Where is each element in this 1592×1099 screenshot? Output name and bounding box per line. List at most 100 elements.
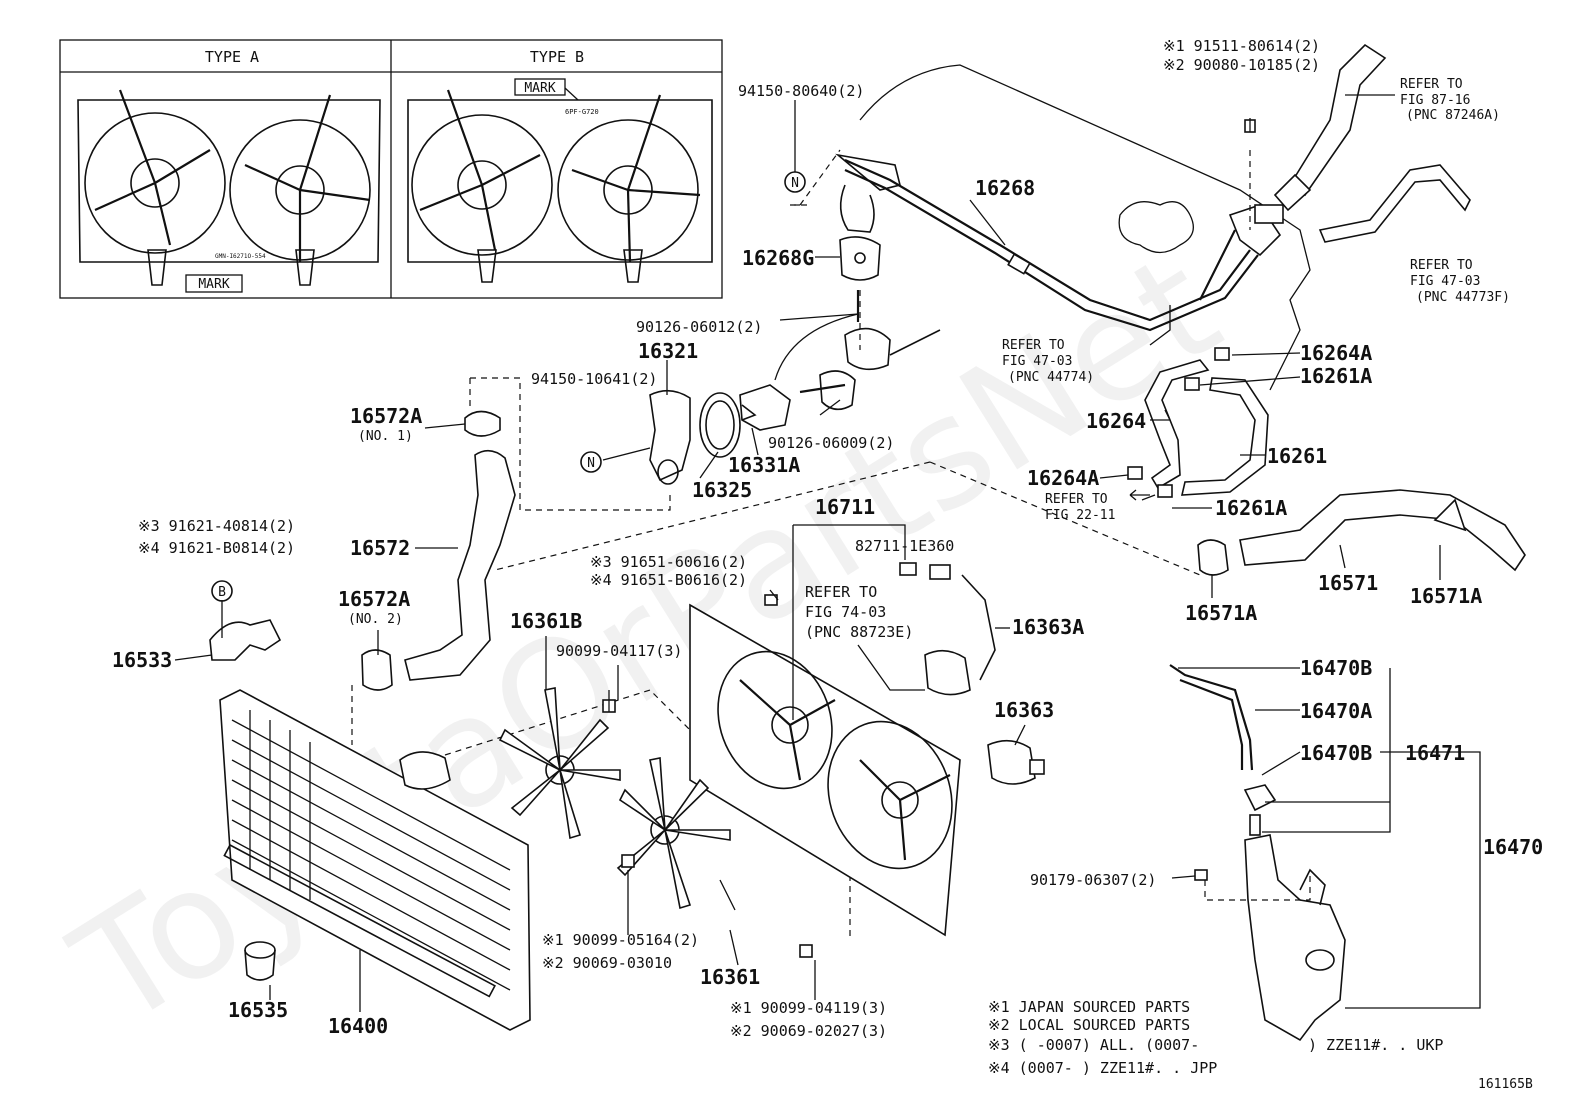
clamps-16264a-16261a [1127,347,1230,498]
type-b-mark-label: MARK [524,81,555,96]
radiator-hose-16572 [404,449,516,681]
label-91511-line2: ※2 90080-10185(2) [1163,56,1320,74]
gasket-16268g [839,236,881,281]
label-91651-line1: ※3 91651-60616(2) [590,553,747,571]
label-16533: 16533 [112,648,172,672]
label-82711-1e360: 82711-1E360 [855,537,954,555]
label-90126-06009: 90126-06009(2) [768,434,894,452]
fan-motor-16363a [899,562,996,696]
fan-shroud-16711 [689,603,961,937]
refer-74-03-line2: FIG 74-03 [805,603,886,621]
thermostat-housing-flange [844,327,941,371]
label-16572: 16572 [350,536,410,560]
refer-47-03b-line3: (PNC 44774) [1008,370,1094,385]
label-94150-80640: 94150-80640(2) [738,82,864,100]
refer-22-11-line1: REFER TO [1045,492,1108,507]
type-b-code: 6PF-G720 [565,108,599,116]
clamp-16571a [1197,539,1229,576]
hose-refer-47-03 [1318,164,1471,243]
label-90099-05164-line1: ※1 90099-05164(2) [542,931,699,949]
radiator-16400 [219,689,531,1031]
water-pipe-16268 [835,153,1259,332]
fan-motor-16363 [987,739,1045,785]
label-16471: 16471 [1405,741,1465,765]
refer-87-16-line3: (PNC 87246A) [1406,108,1500,123]
type-a-title: TYPE A [205,48,259,66]
cushion-16535 [244,941,276,981]
refer-87-16-line1: REFER TO [1400,77,1463,92]
refer-22-11-line2: FIG 22-11 [1045,508,1115,523]
label-16470b-top: 16470B [1300,656,1372,680]
label-91651-line2: ※4 91651-B0616(2) [590,571,747,589]
label-16571a-left: 16571A [1185,601,1257,625]
svg-text:N: N [587,456,595,471]
label-90126-06012: 90126-06012(2) [636,318,762,336]
radiator-hose-16571 [1239,489,1526,572]
label-90099-04117: 90099-04117(3) [556,642,682,660]
bolt-90099-04117 [602,690,616,713]
type-a-fan-shroud: MARK GMN-I6271O-554 [77,89,381,293]
clamp-16572a-no1 [464,410,501,437]
label-16571: 16571 [1318,571,1378,595]
engine-outline [790,64,1311,391]
label-16361b: 16361B [510,609,582,633]
label-16264a-bot: 16264A [1027,466,1099,490]
refer-74-03-line3: (PNC 88723E) [805,623,913,641]
label-16321: 16321 [638,339,698,363]
inset-box: TYPE A TYPE B MARK GMN-I6271O-554 [59,39,723,299]
hose-16261 [1180,377,1269,496]
label-16470a: 16470A [1300,699,1372,723]
label-16363a: 16363A [1012,615,1084,639]
bracket-16533 [209,619,282,661]
label-16361: 16361 [700,965,760,989]
label-91511-line1: ※1 91511-80614(2) [1163,37,1320,55]
label-90099-04119-line1: ※1 90099-04119(3) [730,999,887,1017]
label-16535: 16535 [228,998,288,1022]
bolt-90179-06307 [1194,869,1208,881]
label-90179-06307: 90179-06307(2) [1030,871,1156,889]
refer-87-16-line2: FIG 87-16 [1400,93,1470,108]
label-16325: 16325 [692,478,752,502]
label-16711: 16711 [815,495,875,519]
gasket-16325 [699,392,741,458]
label-90099-04119-line2: ※2 90069-02027(3) [730,1022,887,1040]
type-a-mark-label: MARK [198,277,229,292]
label-16572a-no1: 16572A [350,404,422,428]
refer-47-03a-line1: REFER TO [1410,258,1473,273]
label-16572a-no2: 16572A [338,587,410,611]
note-4: ※4 (0007- ) ZZE11#. . JPP [988,1059,1217,1077]
label-16268g: 16268G [742,246,814,270]
callout-n-1: N [784,171,806,193]
refer-74-03-line1: REFER TO [805,583,877,601]
refer-47-03b-line1: REFER TO [1002,338,1065,353]
type-b-title: TYPE B [530,48,584,66]
stud-90126-06009 [799,370,856,411]
label-16331a: 16331A [728,453,800,477]
bolt-90099-05164 [621,854,635,868]
label-90099-05164-line2: ※2 90069-03010 [542,954,672,972]
note-3-tail: ) ZZE11#. . UKP [1308,1036,1443,1054]
label-16264: 16264 [1086,409,1146,433]
fan-16361b [498,687,621,840]
water-inlet-16321 [649,389,691,485]
note-3: ※3 ( -0007) ALL. (0007- [988,1036,1199,1054]
thermostat-16331a [739,384,791,431]
note-1: ※1 JAPAN SOURCED PARTS [988,998,1190,1016]
leader-lines [174,94,1481,1012]
label-91621-line1: ※3 91621-40814(2) [138,517,295,535]
refer-47-03a-line3: (PNC 44773F) [1416,290,1510,305]
label-16470b-mid: 16470B [1300,741,1372,765]
label-16572a-no1-sub: (NO. 1) [358,429,413,444]
svg-text:N: N [791,176,799,191]
label-16470: 16470 [1483,835,1543,859]
bolt-91651 [764,594,778,606]
label-16261: 16261 [1267,444,1327,468]
reservoir-16470 [1169,664,1346,1042]
label-16572a-no2-sub: (NO. 2) [348,612,403,627]
callout-b: B [211,580,233,602]
callout-labels: 94150-80640(2) 16268 16268G 90126-06012(… [112,37,1543,1092]
label-16264a-top: 16264A [1300,341,1372,365]
label-16400: 16400 [328,1014,388,1038]
